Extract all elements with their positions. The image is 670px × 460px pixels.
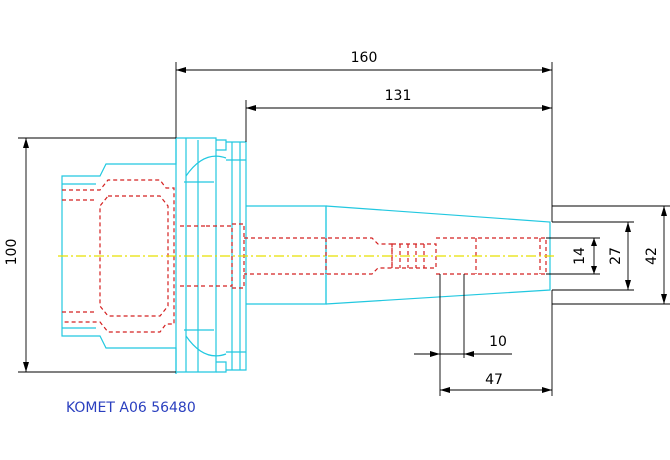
dim-taper-small-diameter: 27 xyxy=(608,247,624,265)
dim-flange-diameter: 100 xyxy=(4,239,20,266)
dim-offset-10: 10 xyxy=(489,334,507,350)
dim-taper-large-diameter: 42 xyxy=(644,247,660,265)
part-number-caption: KOMET A06 56480 xyxy=(66,400,196,416)
dim-overall-length: 160 xyxy=(351,50,378,66)
dim-shank-length: 131 xyxy=(385,88,412,104)
dimension-lines xyxy=(18,62,670,396)
dim-offset-47: 47 xyxy=(485,372,503,388)
dim-bore-diameter: 14 xyxy=(572,247,588,265)
